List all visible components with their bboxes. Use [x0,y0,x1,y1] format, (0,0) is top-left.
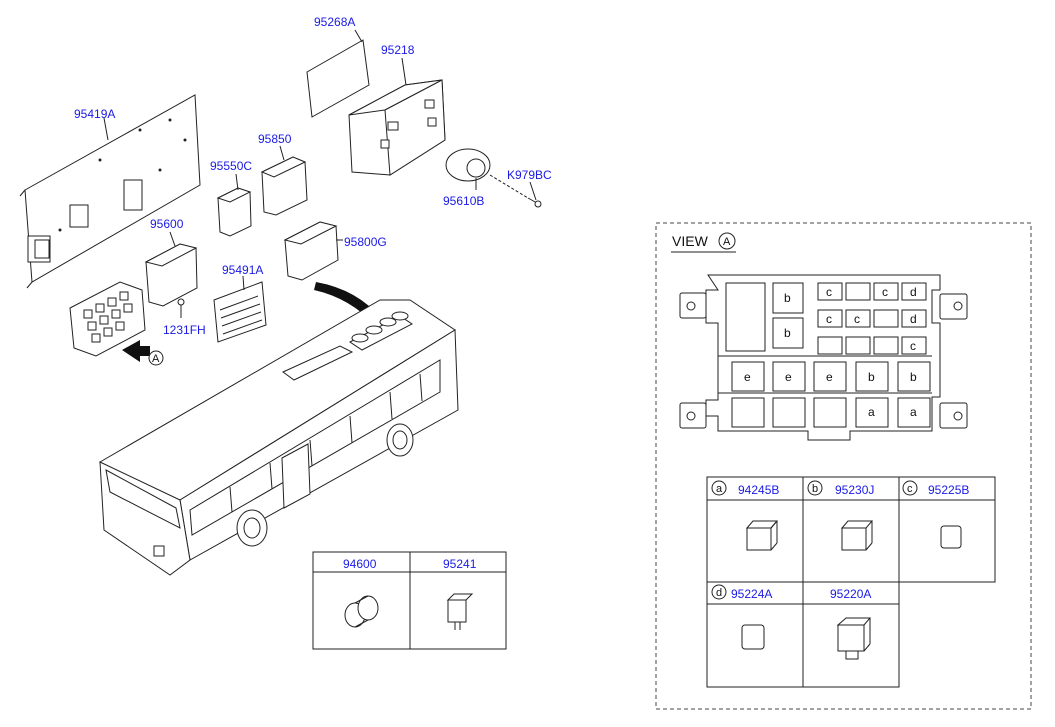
cell-letter: d [910,285,917,299]
relay-part-94245B: 94245B [738,483,779,497]
cell-letter: c [910,339,916,353]
cell-letter: a [910,405,917,419]
cell-letter: e [744,370,751,384]
module-95850 [260,145,308,216]
cell-letter: d [910,312,917,326]
small-table-header-0: 94600 [343,557,377,571]
cell-letter: c [826,312,832,326]
view-arrow [122,340,164,366]
label-95419A[interactable]: 95419A [74,107,115,121]
relay-key-a: a [716,483,723,495]
cell-letter: a [868,405,875,419]
cell-letter: b [784,291,791,305]
cell-letter: c [826,285,832,299]
box-95218 [348,57,446,176]
cell-letter: b [784,326,791,340]
bus-illustration [99,299,459,576]
label-95850[interactable]: 95850 [258,132,292,146]
label-95491A[interactable]: 95491A [222,263,263,277]
label-95600[interactable]: 95600 [150,217,184,231]
relay-table [706,476,996,688]
relay-key-c: c [907,483,913,495]
label-95610B[interactable]: 95610B [443,194,484,208]
small-parts-table [312,551,507,650]
fuse-relay-block [69,281,146,357]
cell-letter: e [785,370,792,384]
relay-key-d: d [716,587,722,599]
label-K979BC[interactable]: K979BC [507,168,552,182]
label-95218[interactable]: 95218 [381,43,415,57]
module-95550C [216,173,252,237]
cell-letter: b [868,370,875,384]
relay-part-95230J: 95230J [835,483,874,497]
cell-letter: e [826,370,833,384]
fuse-block-view [679,274,968,441]
view-frame [655,222,1032,710]
label-1231FH[interactable]: 1231FH [163,323,206,337]
label-95268A[interactable]: 95268A [314,15,355,29]
view-marker: A [723,236,731,248]
arrow-marker-letter: A [152,353,160,365]
relay-key-b: b [812,483,818,495]
relay-part-95224A: 95224A [731,587,772,601]
plate-95419A [19,94,201,289]
module-95600 [144,231,198,307]
screw-1231FH [177,298,185,318]
sensor-95610B [445,148,542,208]
label-95550C[interactable]: 95550C [210,159,252,173]
small-table-header-1: 95241 [443,557,477,571]
view-title: VIEW [672,233,709,249]
relay-part-95225B: 95225B [928,483,969,497]
cell-letter: c [854,312,860,326]
cell-letter: b [910,370,917,384]
label-sticker-95491A [213,275,267,343]
cell-letter: c [882,285,888,299]
label-95800G[interactable]: 95800G [344,235,387,249]
relay-part-95220A: 95220A [830,587,871,601]
module-95800G [283,221,343,281]
plate-95268A [306,29,370,118]
